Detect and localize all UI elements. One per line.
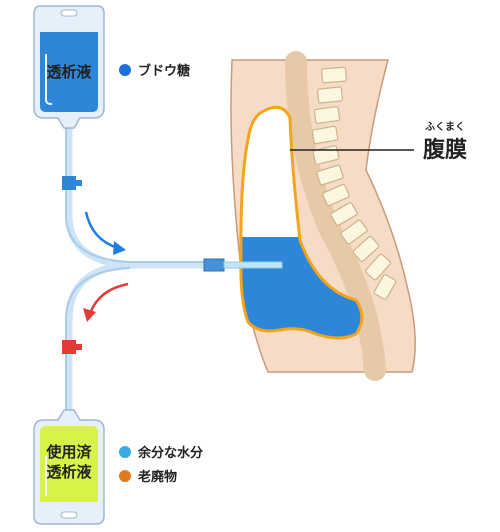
dialysate-bag: 透析液 [33,5,105,129]
legend-bottom: 余分な水分 老廃物 [119,445,203,485]
vertebra [321,66,347,84]
vertebra [316,164,344,186]
vertebra [313,106,341,124]
vertebra [352,235,380,263]
outflow-clamp [62,340,82,354]
tubing-highlight [65,128,208,420]
tubing [65,124,212,424]
excess-water-label: 余分な水分 [137,445,203,461]
catheter-connector [203,258,225,272]
used-dialysate-liquid [40,426,98,502]
outflow-arrow-head [83,308,96,322]
waste-marker [119,470,131,482]
peritoneum-ruby: ふくまく [425,121,465,133]
peritoneum-label: 腹膜 [423,137,467,163]
outflow-arrow [83,282,129,322]
used-bag-hole [60,511,78,519]
dialysate-bag-hole [60,9,78,17]
waste-label: 老廃物 [137,469,177,485]
dialysate-liquid [40,32,98,112]
inflow-arrow-head [113,241,126,255]
tube-upper [65,124,212,269]
tube-upper-edge [65,128,208,263]
inflow-clamp [62,176,82,190]
vertebra [330,202,358,226]
used-bag-label-line1: 使用済 [45,443,92,461]
catheter [223,261,283,269]
tube-lower [65,261,134,424]
spine [285,51,397,381]
inflow-clamp-tab [76,180,82,186]
legend-top: ブドウ糖 [119,63,190,79]
outflow-arrow-line [88,282,129,315]
used-bag-label-line2: 透析液 [46,463,92,481]
peritoneum-callout: ふくまく 腹膜 [290,121,467,163]
dialysate-bag-label: 透析液 [46,63,92,81]
inflow-clamp-body [62,176,76,190]
excess-water-marker [119,446,131,458]
outflow-clamp-body [62,340,76,354]
outflow-clamp-tab [76,344,82,350]
tube-lower-edge [65,267,131,420]
vertebra [340,219,368,245]
used-dialysate-bag: 使用済 透析液 [33,409,105,525]
vertebra [364,253,392,281]
spine-curve [285,51,386,381]
vertebra [322,183,350,207]
vertebra [316,86,344,104]
dialysate-shine [45,54,53,105]
inflow-arrow-line [84,211,119,250]
glucose-marker [119,64,131,76]
inflow-arrow [84,211,126,255]
vertebra [311,125,339,145]
glucose-label: ブドウ糖 [138,63,190,79]
peritoneum-membrane [239,105,364,340]
vertebra [373,274,397,300]
